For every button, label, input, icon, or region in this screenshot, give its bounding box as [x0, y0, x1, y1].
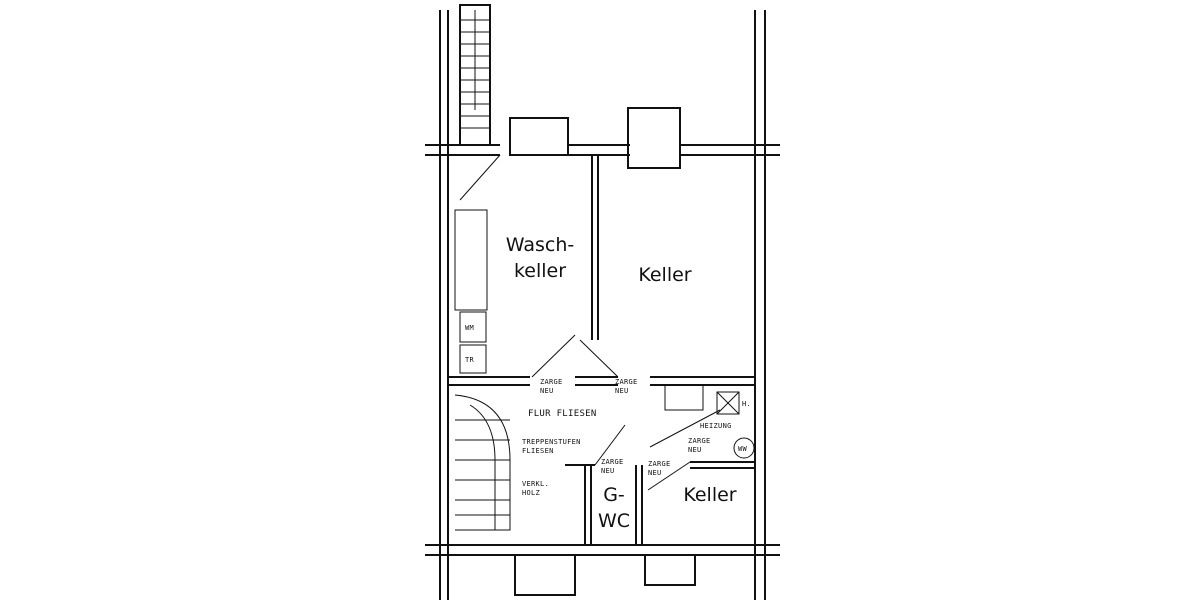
note-zarge-neu: ZARGE NEU [540, 378, 563, 395]
note-treppenstufen-fliesen: TREPPENSTUFEN FLIESEN [522, 438, 581, 455]
note-zarge-neu: ZARGE NEU [648, 460, 671, 477]
staircase-bottom [454, 394, 511, 531]
room-keller: Keller [638, 264, 692, 286]
note-flur-fliesen: FLUR FLIESEN [528, 409, 597, 419]
note-heizung: HEIZUNG [700, 422, 732, 430]
note-zarge-neu: ZARGE NEU [615, 378, 638, 395]
door-swings [531, 334, 721, 491]
room-label: WC [597, 510, 631, 532]
note-zarge-neu: ZARGE NEU [688, 437, 711, 454]
room-g-wc: G- WC [593, 482, 635, 534]
room-label: G- [603, 484, 625, 506]
appliances [454, 209, 755, 459]
room-keller-small: Keller [683, 484, 737, 506]
note-h: H. [742, 400, 752, 408]
staircase-top [459, 10, 501, 201]
walls [425, 4, 780, 600]
room-label: Wasch- [505, 234, 575, 256]
note-zarge-neu: ZARGE NEU [601, 458, 624, 475]
room-label: keller [513, 260, 567, 282]
note-ww: WW [738, 445, 748, 453]
note-verkl-holz: VERKL. HOLZ [522, 480, 550, 497]
room-waschkeller: Wasch- keller [495, 232, 585, 284]
note-tr: TR [465, 356, 475, 364]
note-wm: WM [465, 324, 475, 332]
